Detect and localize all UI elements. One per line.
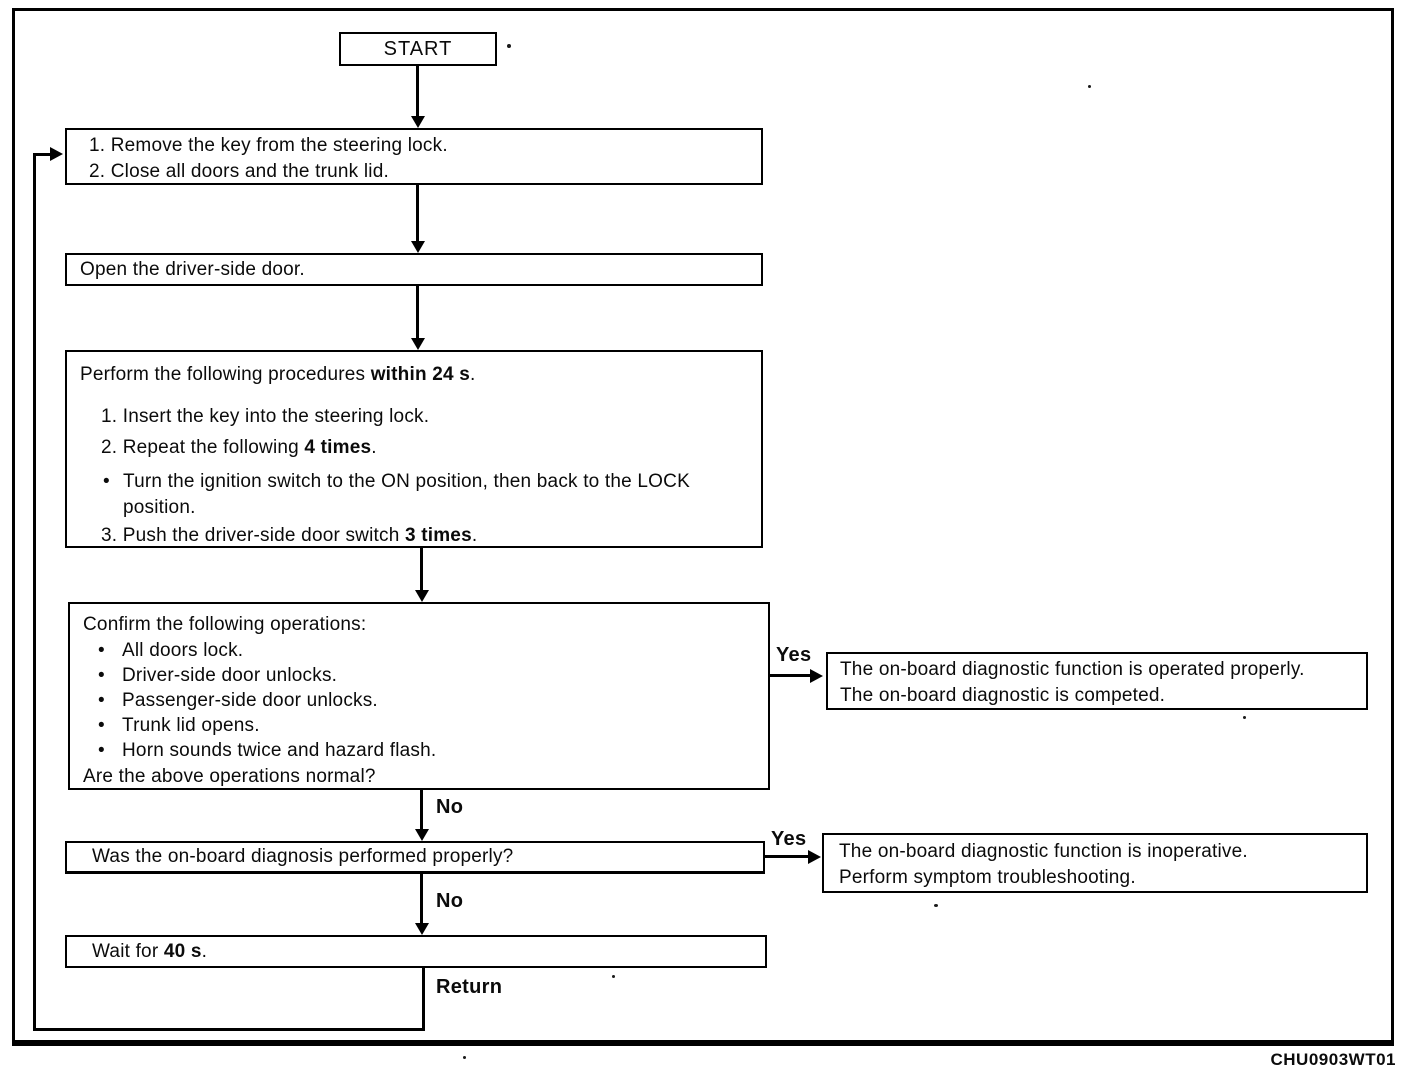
connector-start-down <box>416 66 419 117</box>
prepare-line-1: 1. Remove the key from the steering lock… <box>89 135 448 156</box>
prepare-line-2: 2. Close all doors and the trunk lid. <box>89 161 389 182</box>
procedure-step3-period: . <box>471 525 478 546</box>
procedure-bullet-text: Turn the ignition switch to the ON posit… <box>123 471 690 518</box>
arrowhead-down-icon <box>415 829 429 841</box>
diagnostic-inoperative-box: The on-board diagnostic function is inop… <box>822 833 1368 893</box>
arrowhead-down-icon <box>411 338 425 350</box>
return-line-down <box>422 968 425 1031</box>
confirm-bullet-text: Driver-side door unlocks. <box>122 665 338 686</box>
procedure-step3-bold: 3 times <box>404 525 472 546</box>
confirm-bullet-text: Passenger-side door unlocks. <box>122 690 378 711</box>
bullet-icon: • <box>98 740 105 761</box>
procedure-intro-bold: within 24 s <box>370 364 471 385</box>
scan-speck <box>1088 85 1091 88</box>
arrowhead-down-icon <box>411 241 425 253</box>
confirm-bullet-row: • Driver-side door unlocks. <box>98 663 768 688</box>
confirm-bullet-text: Trunk lid opens. <box>122 715 260 736</box>
bullet-icon: • <box>98 715 105 736</box>
confirm-box: Confirm the following operations: • All d… <box>68 602 770 790</box>
confirm-bullet-row: • Trunk lid opens. <box>98 713 768 738</box>
procedure-step-2: 2. Repeat the following 4 times. <box>101 435 761 461</box>
return-line-left <box>33 155 36 1031</box>
connector-5 <box>420 874 423 924</box>
bullet-icon: • <box>98 690 105 711</box>
confirm-bullet-row: • Horn sounds twice and hazard flash. <box>98 738 768 763</box>
scan-speck <box>507 44 511 48</box>
scan-speck <box>612 975 615 978</box>
yes-label-1: Yes <box>776 644 812 666</box>
procedure-step2-bold: 4 times <box>304 437 372 458</box>
wait-text-period: . <box>201 940 208 962</box>
yes-label-2: Yes <box>771 828 807 850</box>
arrowhead-down-icon <box>411 116 425 128</box>
procedure-step-1: 1. Insert the key into the steering lock… <box>101 406 430 427</box>
connector-yes-1 <box>770 674 812 677</box>
procedure-intro: Perform the following procedures within … <box>80 362 761 388</box>
ok-line-2: The on-board diagnostic is competed. <box>840 685 1166 706</box>
procedure-intro-text: Perform the following procedures <box>80 364 371 385</box>
scan-speck <box>463 1056 466 1059</box>
bullet-icon: • <box>103 471 110 492</box>
confirm-bullet-text: All doors lock. <box>122 640 244 661</box>
procedure-step2-text: 2. Repeat the following <box>101 437 305 458</box>
procedure-bullet: • Turn the ignition switch to the ON pos… <box>103 469 761 521</box>
return-label: Return <box>436 976 503 998</box>
arrowhead-right-icon <box>810 669 823 683</box>
bullet-icon: • <box>98 665 105 686</box>
prepare-box: 1. Remove the key from the steering lock… <box>65 128 763 185</box>
question-box: Was the on-board diagnosis performed pro… <box>65 841 765 874</box>
connector-3 <box>420 548 423 591</box>
wait-text: Wait for 40 s. <box>92 941 207 963</box>
confirm-header: Confirm the following operations: <box>83 614 367 635</box>
inoperative-line-2: Perform symptom troubleshooting. <box>839 867 1136 888</box>
open-door-box: Open the driver-side door. <box>65 253 763 286</box>
arrowhead-down-icon <box>415 923 429 935</box>
wait-text-prefix: Wait for <box>92 940 164 962</box>
connector-1 <box>416 185 419 241</box>
procedure-intro-period: . <box>470 364 476 385</box>
scan-speck <box>934 904 938 907</box>
confirm-bullet-text: Horn sounds twice and hazard flash. <box>122 740 437 761</box>
confirm-question: Are the above operations normal? <box>83 766 376 787</box>
arrowhead-right-icon <box>808 850 821 864</box>
bullet-icon: • <box>98 640 105 661</box>
diagram-border <box>12 8 1394 1046</box>
connector-yes-2 <box>765 855 810 858</box>
start-node: START <box>339 32 497 66</box>
question-text: Was the on-board diagnosis performed pro… <box>92 846 514 867</box>
return-line-bottom <box>33 1028 425 1031</box>
figure-code: CHU0903WT01 <box>1270 1050 1396 1069</box>
confirm-bullet-row: • All doors lock. <box>98 638 768 663</box>
procedure-step2-period: . <box>371 437 377 458</box>
no-label-1: No <box>436 796 464 818</box>
no-label-2: No <box>436 890 464 912</box>
arrowhead-right-icon <box>50 147 63 161</box>
diagnostic-ok-box: The on-board diagnostic function is oper… <box>826 652 1368 710</box>
procedure-step-3: 3. Push the driver-side door switch 3 ti… <box>101 523 761 549</box>
start-label: START <box>383 37 453 60</box>
return-line-top <box>33 153 52 156</box>
procedure-step3-text: 3. Push the driver-side door switch <box>101 525 405 546</box>
wait-box: Wait for 40 s. <box>65 935 767 968</box>
scan-speck <box>1243 716 1246 719</box>
confirm-bullet-row: • Passenger-side door unlocks. <box>98 688 768 713</box>
connector-4 <box>420 790 423 830</box>
arrowhead-down-icon <box>415 590 429 602</box>
procedure-box: Perform the following procedures within … <box>65 350 763 548</box>
connector-2 <box>416 286 419 338</box>
ok-line-1: The on-board diagnostic function is oper… <box>840 659 1305 680</box>
inoperative-line-1: The on-board diagnostic function is inop… <box>839 841 1248 862</box>
open-door-text: Open the driver-side door. <box>80 258 305 280</box>
wait-text-bold: 40 s <box>163 940 202 962</box>
